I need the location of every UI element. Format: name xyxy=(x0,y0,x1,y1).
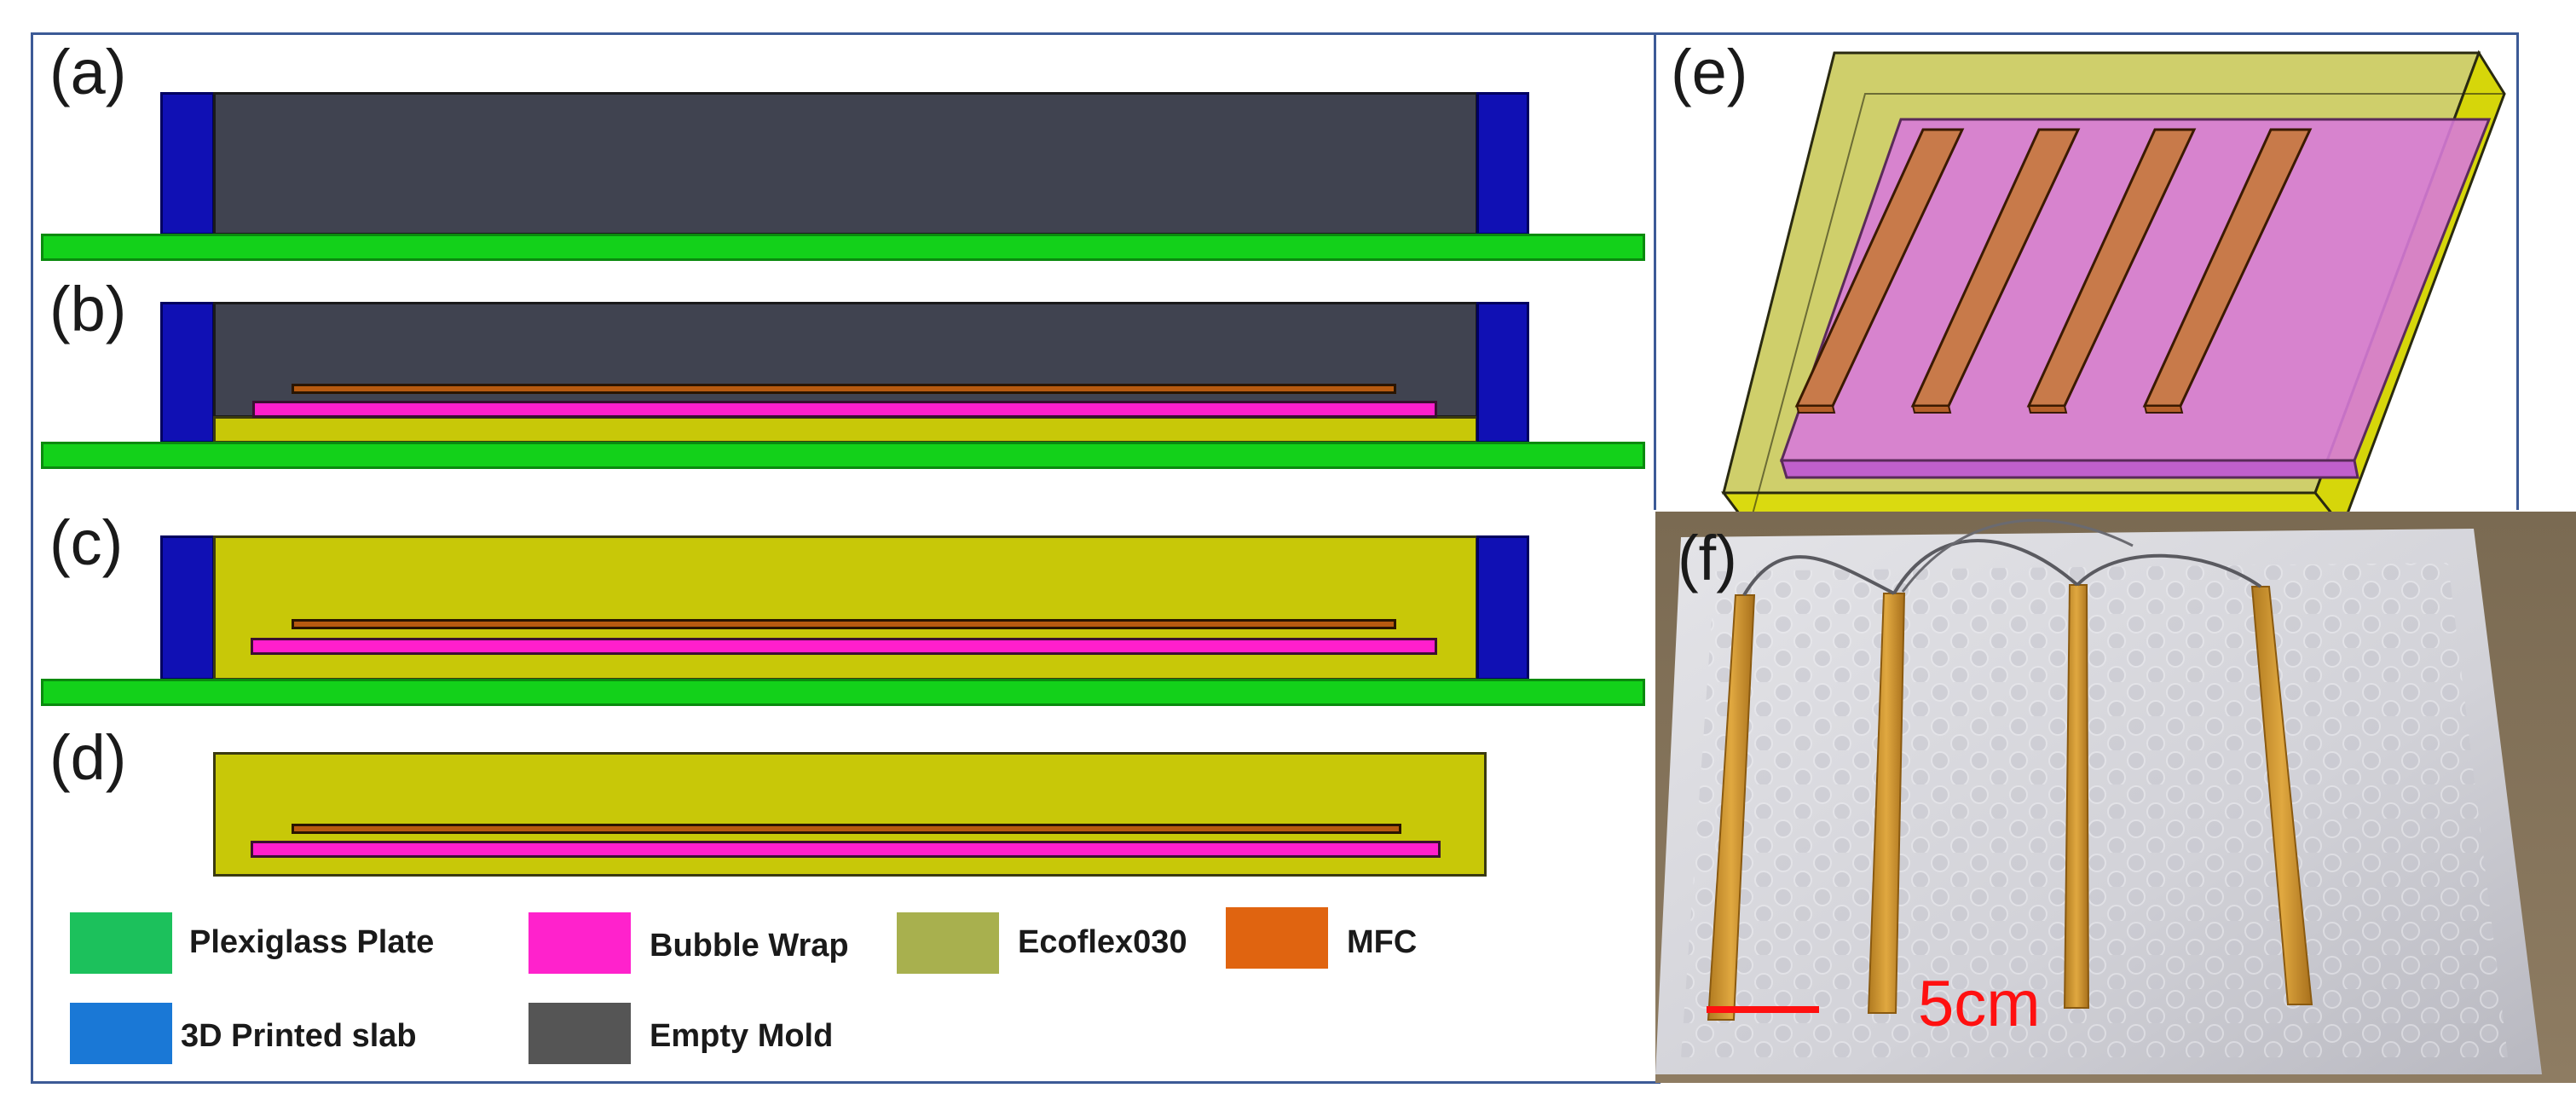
panel-label-f: (f) xyxy=(1678,523,1737,593)
plexiglass-plate xyxy=(41,442,1645,469)
panel-label-a: (a) xyxy=(49,37,127,107)
panel-label-b: (b) xyxy=(49,274,127,344)
legend-label-mold: Empty Mold xyxy=(650,1018,834,1054)
mfc-strip-1-edge xyxy=(1795,405,1836,414)
legend-swatch-bubble xyxy=(528,912,631,974)
right-frame-right xyxy=(2516,32,2519,510)
bubble-texture xyxy=(1681,563,2508,1057)
legend-swatch-ecoflex xyxy=(897,912,999,974)
printed-slab-left xyxy=(160,302,215,443)
ecoflex-fill xyxy=(213,535,1478,680)
mfc-strip-3-edge xyxy=(2027,405,2068,414)
right-frame-top xyxy=(1654,32,2518,35)
right-frame-left xyxy=(1654,32,1656,510)
mfc-strip-4-edge xyxy=(2143,405,2184,414)
mfc-photo-strip-4 xyxy=(2250,586,2313,1005)
mfc-strip xyxy=(292,619,1396,629)
wire-4 xyxy=(1901,518,2134,593)
printed-slab-right xyxy=(1476,535,1529,680)
wire-2 xyxy=(1892,539,2079,595)
legend-label-ecoflex: Ecoflex030 xyxy=(1018,924,1187,960)
scale-bar-label: 5cm xyxy=(1918,968,2041,1040)
mfc-strip xyxy=(292,384,1396,394)
mfc-photo-strip-3 xyxy=(2063,584,2090,1009)
left-frame-top xyxy=(31,32,1661,35)
empty-mold xyxy=(213,92,1478,235)
bubble-wrap xyxy=(252,401,1437,418)
bubble-wrap xyxy=(251,841,1441,858)
left-frame-bottom xyxy=(31,1081,1661,1084)
empty-mold xyxy=(213,302,1478,418)
printed-slab-right xyxy=(1476,92,1529,235)
ecoflex-layer xyxy=(213,416,1478,443)
ecoflex-box-rim xyxy=(1752,52,2506,512)
panel-e-3d-render xyxy=(1721,49,2506,512)
legend-swatch-mold xyxy=(528,1003,631,1064)
mfc-strip xyxy=(292,824,1401,834)
panel-label-c: (c) xyxy=(49,507,124,578)
printed-slab-left xyxy=(160,535,215,680)
legend-swatch-plexiglass xyxy=(70,912,172,974)
left-frame-left xyxy=(31,32,33,1083)
printed-slab-left xyxy=(160,92,215,235)
printed-slab-right xyxy=(1476,302,1529,443)
panel-label-e: (e) xyxy=(1671,37,1748,107)
bubble-wrap-edge xyxy=(1779,459,2359,479)
legend-swatch-mfc xyxy=(1226,907,1328,969)
mfc-photo-strip-1 xyxy=(1707,594,1756,1021)
mfc-strips xyxy=(1794,128,2313,414)
mfc-strip-2-edge xyxy=(1911,405,1952,414)
legend-swatch-slab xyxy=(70,1003,172,1064)
bubble-wrap xyxy=(251,638,1437,655)
scale-bar xyxy=(1707,1006,1819,1013)
ecoflex-sample xyxy=(213,752,1487,877)
plexiglass-plate xyxy=(41,234,1645,261)
legend-label-slab: 3D Printed slab xyxy=(181,1018,417,1054)
legend-label-mfc: MFC xyxy=(1347,924,1418,960)
panel-label-d: (d) xyxy=(49,722,127,793)
wire-3 xyxy=(2076,553,2262,588)
plexiglass-plate xyxy=(41,679,1645,706)
legend-label-plexiglass: Plexiglass Plate xyxy=(189,924,435,960)
mfc-photo-strip-2 xyxy=(1867,593,1906,1014)
panel-f-photo xyxy=(1655,512,2576,1083)
legend-label-bubble: Bubble Wrap xyxy=(650,928,849,964)
wire-1 xyxy=(1742,555,1895,597)
ecoflex-box-front xyxy=(1721,491,2332,512)
